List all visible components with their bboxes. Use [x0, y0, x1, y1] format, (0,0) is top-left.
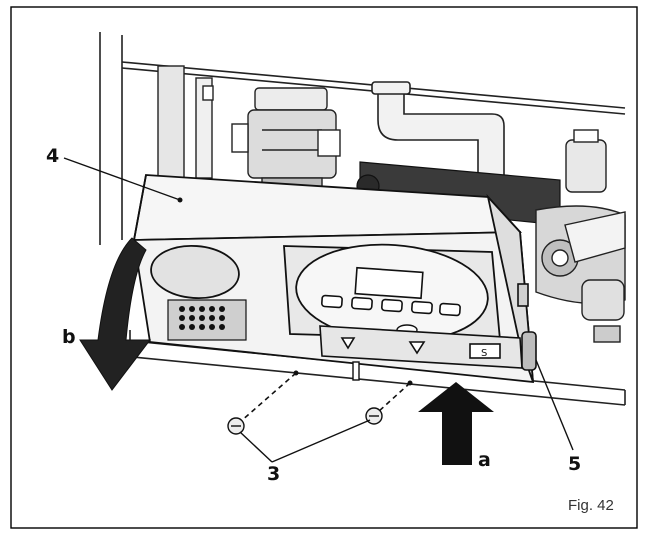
panel-bottom-strip: S: [319, 325, 523, 369]
control-panel-left-window: [150, 244, 240, 300]
panel-button-3: [381, 298, 403, 313]
panel-button-1: [321, 294, 343, 309]
panel-button-4: [411, 300, 433, 315]
panel-button-2: [351, 296, 373, 311]
screw-guide-lines: [239, 372, 411, 423]
screw-right: [365, 407, 383, 425]
leader-lines: [63, 157, 574, 463]
panel-button-5: [439, 302, 461, 317]
callout-4: 4: [46, 145, 59, 167]
callout-b: b: [62, 326, 76, 348]
rotate-arrow-b: [79, 237, 152, 391]
callout-a: a: [478, 449, 491, 471]
connector-grid: [167, 299, 247, 341]
callout-3: 3: [267, 463, 280, 485]
control-buttons: [321, 294, 461, 317]
lcd-display: [354, 266, 424, 300]
pump-assembly: [535, 129, 626, 343]
callout-5: 5: [568, 453, 581, 475]
figure-caption: Fig. 42: [568, 497, 614, 514]
leader-dot-panel: [177, 197, 183, 203]
screw-hole-right: [407, 380, 413, 386]
push-arrow-a: [418, 382, 494, 465]
alignment-peg: [352, 361, 360, 381]
screw-hole-left: [293, 370, 299, 376]
screw-left: [227, 417, 245, 435]
side-clip: [517, 283, 537, 371]
svg-text:S: S: [481, 348, 487, 359]
